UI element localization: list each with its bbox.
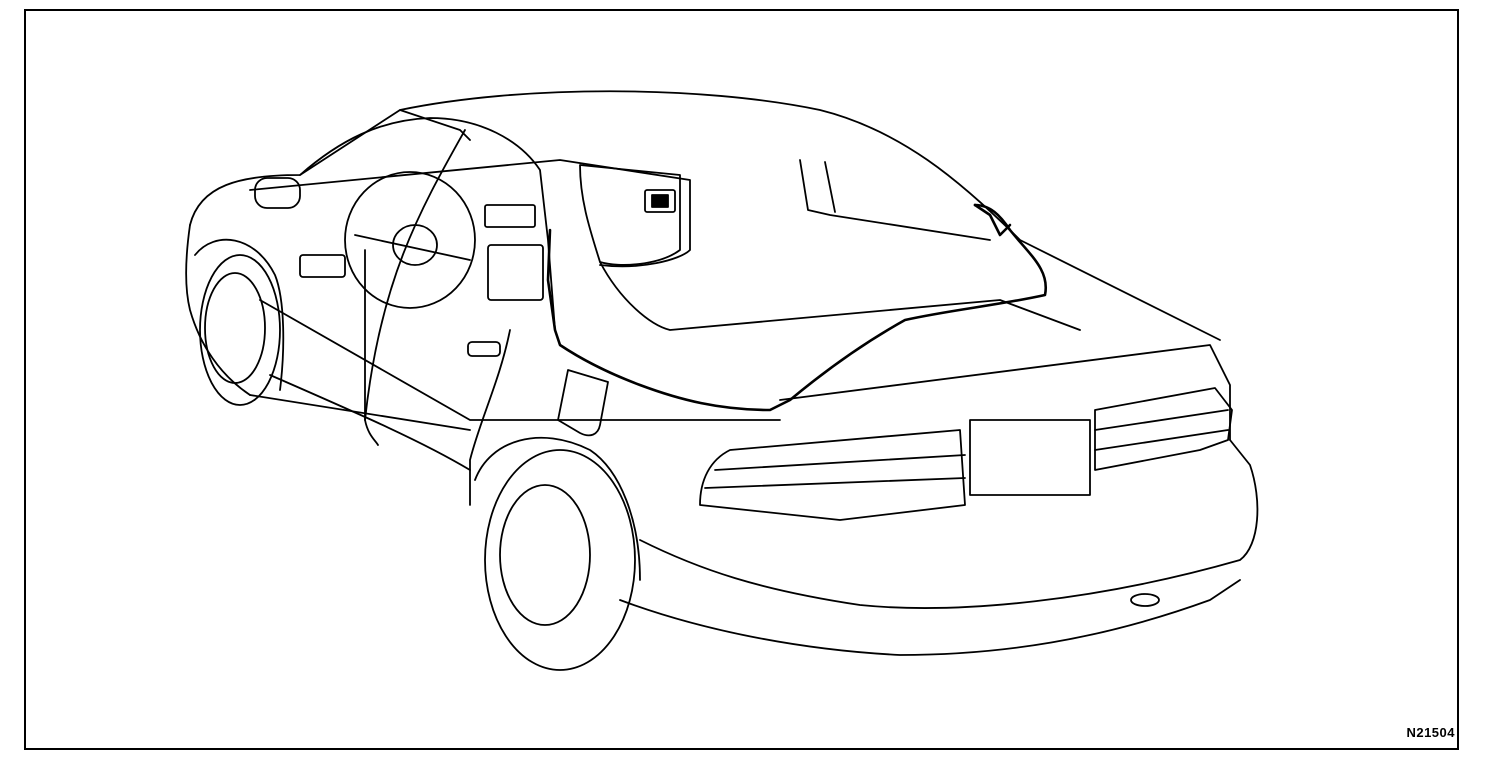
front-wheel-inner	[204, 272, 266, 384]
door-handle-front	[467, 341, 501, 357]
center-console-vents	[484, 204, 536, 228]
wire-harness-rear-hatch	[973, 203, 1012, 237]
figure-code-label: N21504	[1406, 725, 1455, 740]
license-plate-area	[969, 419, 1091, 496]
taillight-right	[1094, 387, 1233, 471]
rear-window	[799, 159, 991, 241]
rear-wheel-outer	[484, 449, 636, 671]
taillight-right-line1	[1094, 409, 1229, 431]
glovebox	[579, 164, 681, 266]
front-body-line	[249, 394, 471, 431]
front-fender	[185, 224, 251, 396]
center-pillar	[364, 129, 466, 421]
taillight-right-line2	[1094, 429, 1229, 451]
side-lower-line	[269, 374, 471, 471]
switch-panel	[299, 254, 346, 278]
rear-wheel-arch	[474, 436, 641, 581]
glovebox-airbag	[644, 189, 676, 213]
rear-bumper-lower	[619, 579, 1241, 656]
roof-outline	[189, 90, 1221, 341]
rear-wheel-inner	[499, 484, 591, 626]
taillight-left	[699, 429, 966, 521]
steering-spoke	[354, 234, 471, 261]
rear-bumper	[639, 439, 1259, 609]
dashboard	[249, 159, 691, 268]
rear-door-edge	[469, 329, 511, 506]
steering-wheel	[344, 171, 476, 309]
figure-frame	[24, 9, 1459, 750]
fuel-door	[557, 369, 609, 437]
windshield-line	[399, 109, 471, 141]
a-pillar	[299, 117, 556, 331]
steering-hub	[392, 224, 438, 266]
front-wheel-outer	[199, 254, 281, 406]
taillight-left-line1	[714, 454, 966, 471]
rear-deck	[599, 261, 1081, 331]
side-upper-line	[259, 299, 781, 421]
trunk-lid	[779, 344, 1231, 441]
center-console-unit	[487, 244, 544, 301]
mirror-left	[254, 177, 301, 209]
front-wheel-arch	[194, 238, 285, 391]
taillight-left-line2	[704, 477, 966, 489]
wire-harness	[546, 203, 1048, 412]
glovebox-airbag-fill	[651, 194, 669, 208]
exhaust-tip	[1130, 593, 1160, 607]
